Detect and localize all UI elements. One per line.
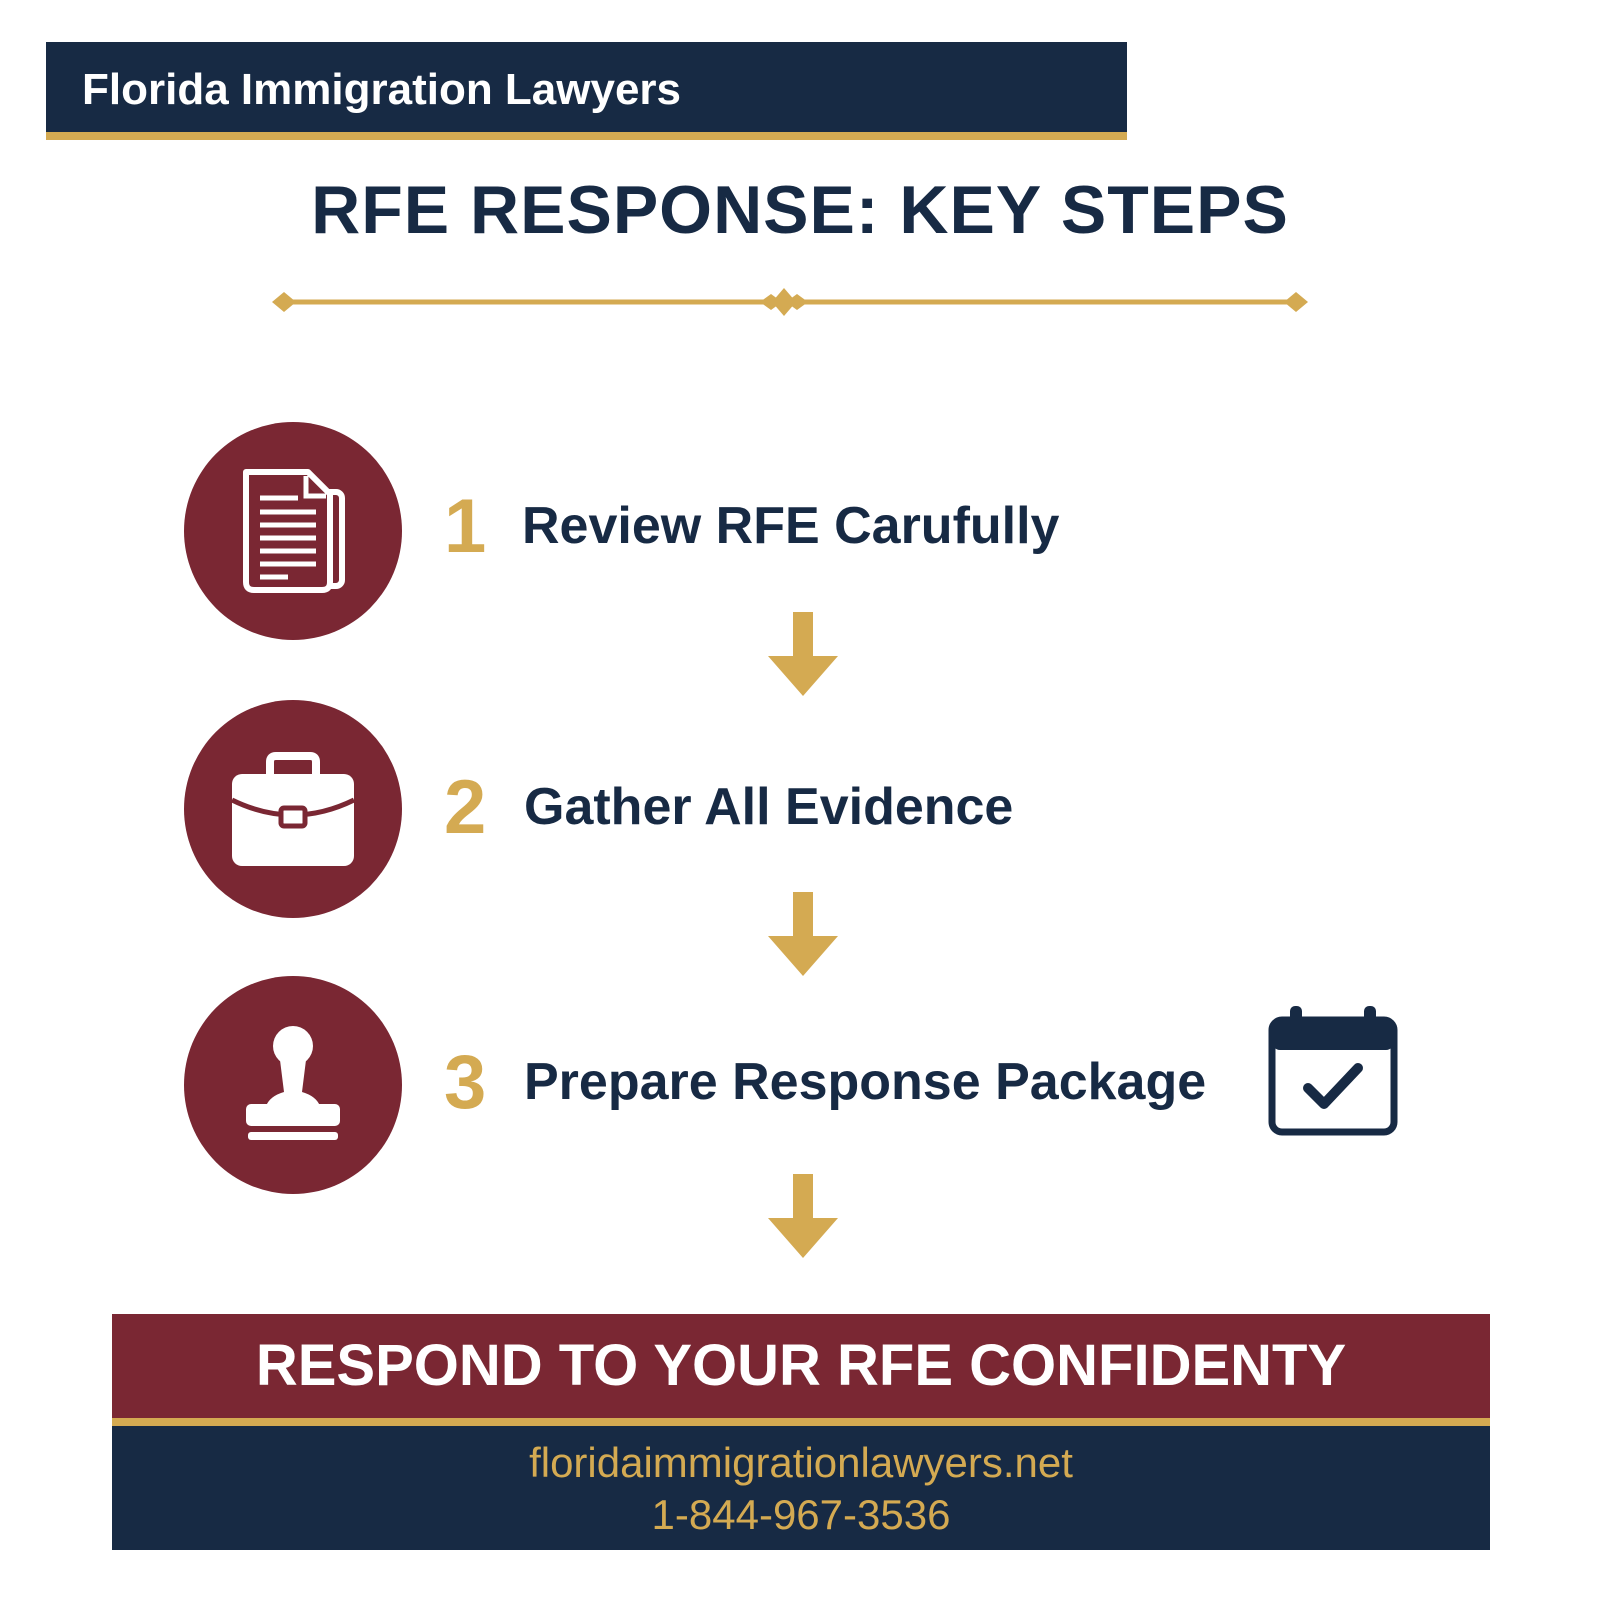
step-2-icon-circle [184,700,402,918]
calendar-check-icon [1268,1006,1398,1136]
footer-phone-link[interactable]: 1-844-967-3536 [651,1491,951,1538]
cta-banner [112,1314,1490,1418]
arrow-down-icon [768,612,838,696]
footer-bar [112,1426,1490,1550]
cta-text: RESPOND TO YOUR RFE CONFIDENTY [255,1333,1347,1398]
step-3-icon-circle [184,976,402,1194]
step-2-label: Gather All Evidence [524,778,1014,836]
document-icon [243,469,345,593]
arrow-down-icon [768,892,838,976]
cta-accent-line [112,1418,1490,1426]
briefcase-icon [230,752,356,866]
step-3-label: Prepare Response Package [524,1053,1207,1111]
step-1-label: Review RFE Carufully [522,497,1060,555]
footer-website-link[interactable]: floridaimmigrationlawyers.net [529,1439,1073,1486]
step-1-icon-circle [184,422,402,640]
arrow-down-icon [768,1174,838,1258]
step-3-number: 3 [444,1040,487,1125]
ornamental-divider [272,288,1308,316]
step-2-number: 2 [444,765,487,850]
stamp-icon [246,1026,340,1140]
brand-name: Florida Immigration Lawyers [82,65,682,114]
header-bar [46,42,1127,132]
step-1-number: 1 [444,484,487,569]
header-accent-line [46,132,1127,140]
page-title: RFE RESPONSE: KEY STEPS [311,172,1289,248]
